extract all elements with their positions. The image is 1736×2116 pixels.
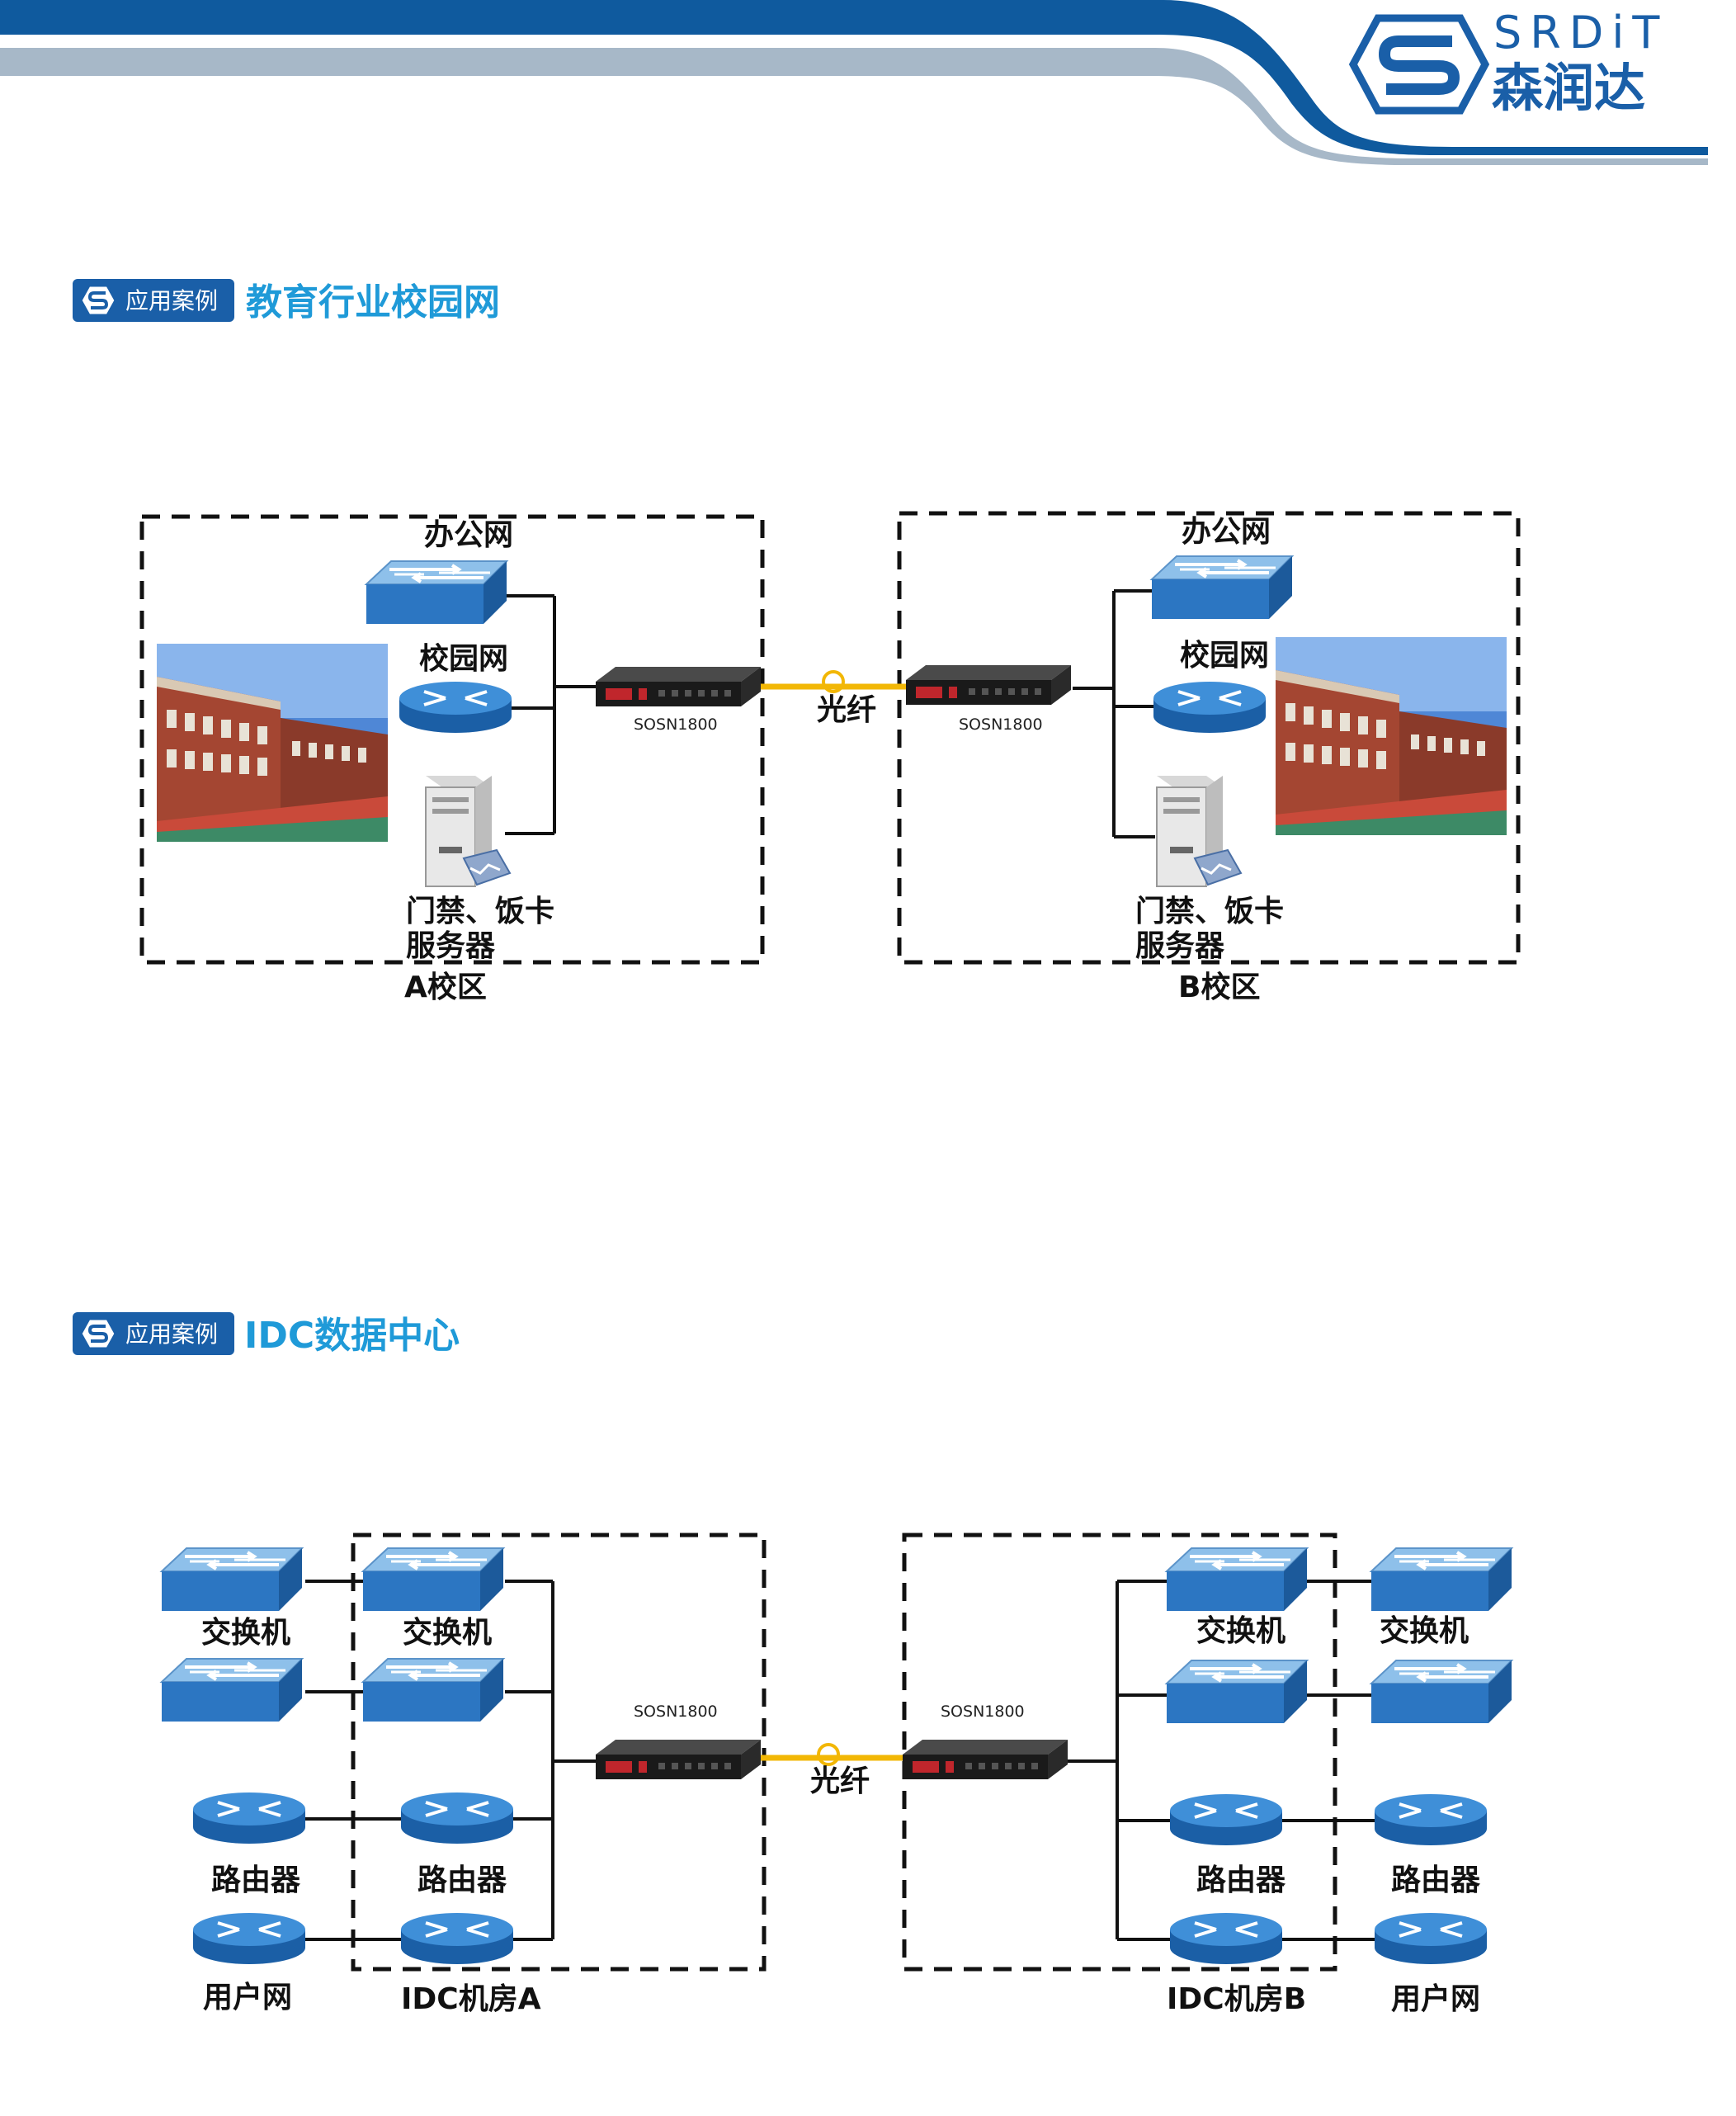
router-icon	[1168, 1911, 1284, 1966]
router-icon	[1373, 1792, 1488, 1847]
appliance-icon	[596, 1740, 761, 1779]
idc-wiring-b	[1066, 1580, 1375, 1941]
fiber-label: 光纤	[817, 693, 876, 727]
router-icon	[1168, 1792, 1284, 1847]
office-net-label: 办公网	[1182, 515, 1271, 549]
badge-logo-icon	[79, 1317, 117, 1350]
office-net-label: 办公网	[424, 518, 513, 552]
switch-icon	[1165, 1547, 1309, 1613]
section-title: IDC数据中心	[244, 1315, 460, 1357]
badge-label: 应用案例	[125, 1320, 218, 1348]
switch-icon	[1150, 555, 1294, 621]
switch-icon	[1370, 1547, 1513, 1613]
section-heading-campus: 应用案例 教育行业校园网	[73, 279, 500, 324]
router-icon	[191, 1791, 307, 1845]
campus-diagram: 光纤 SOSN1800 办公网 校园网 门禁、饭卡 服务器 A校区 SOSN18…	[139, 511, 1521, 1004]
router-label: 路由器	[1391, 1863, 1481, 1897]
brand-logo[interactable]: SRDiT 森润达	[1348, 7, 1668, 118]
section-title: 教育行业校园网	[246, 281, 500, 324]
switch-label: 交换机	[403, 1615, 492, 1650]
switch-label: 交换机	[201, 1615, 290, 1650]
section-heading-idc: 应用案例 IDC数据中心	[73, 1312, 460, 1357]
user-net-label: 用户网	[203, 1981, 292, 2014]
router-label: 路由器	[417, 1863, 507, 1897]
server-label: 门禁、饭卡	[1135, 895, 1284, 928]
header	[0, 0, 1736, 165]
device-model-label: SOSN1800	[634, 1703, 718, 1721]
building-photo	[1276, 637, 1507, 835]
router-icon	[1373, 1911, 1488, 1966]
fiber-label: 光纤	[810, 1764, 870, 1798]
switch-label: 交换机	[1380, 1613, 1469, 1648]
router-icon	[398, 680, 513, 734]
appliance-icon	[596, 667, 761, 706]
badge-label: 应用案例	[125, 287, 218, 314]
idc-room-b-label: IDC机房B	[1167, 1982, 1306, 2016]
router-label: 路由器	[211, 1863, 301, 1897]
idc-room-a-boundary	[351, 1533, 767, 1972]
brand-chinese: 森润达	[1492, 58, 1645, 118]
switch-label: 交换机	[1196, 1613, 1285, 1648]
wiring-b	[1073, 589, 1155, 838]
router-icon	[191, 1911, 307, 1966]
zone-b-boundary	[897, 511, 1521, 965]
idc-room-b-boundary	[902, 1533, 1337, 1972]
server-icon	[424, 774, 512, 888]
server-label-line2: 服务器	[406, 929, 496, 963]
wiring-a	[505, 594, 597, 835]
switch-icon	[1370, 1659, 1513, 1725]
fiber-connector-icon	[822, 670, 845, 693]
badge-logo-icon	[79, 284, 117, 317]
appliance-icon	[903, 1740, 1068, 1779]
server-label-line2: 服务器	[1135, 929, 1225, 963]
appliance-icon	[906, 665, 1071, 705]
user-net-label: 用户网	[1391, 1982, 1480, 2016]
header-gray-band	[0, 48, 1708, 165]
router-label: 路由器	[1196, 1863, 1286, 1897]
fiber-connector-icon	[817, 1743, 840, 1766]
device-model-label: SOSN1800	[634, 716, 718, 734]
badge: 应用案例	[73, 279, 234, 322]
device-model-label: SOSN1800	[941, 1703, 1025, 1721]
router-icon	[1152, 680, 1267, 734]
campus-net-label: 校园网	[1180, 639, 1269, 673]
building-photo	[157, 644, 388, 842]
zone-a-boundary	[139, 514, 765, 965]
switch-icon	[160, 1547, 304, 1613]
idc-diagram: 光纤 交换机 路由器 用户网 交换机 路由器 IDC机房A SOSN1800 S…	[160, 1533, 1513, 2016]
switch-icon	[361, 1547, 505, 1613]
header-blue-band	[0, 0, 1708, 155]
server-label: 门禁、饭卡	[406, 895, 554, 928]
idc-room-a-label: IDC机房A	[401, 1982, 541, 2016]
brand-latin: SRDiT	[1493, 7, 1668, 59]
campus-net-label: 校园网	[419, 642, 508, 676]
router-icon	[399, 1911, 515, 1966]
idc-wiring-a	[305, 1580, 597, 1941]
switch-icon	[160, 1657, 304, 1723]
badge: 应用案例	[73, 1312, 234, 1355]
logo-icon	[1348, 14, 1490, 115]
switch-icon	[1165, 1659, 1309, 1725]
router-icon	[399, 1791, 515, 1845]
zone-a-label: A校区	[404, 971, 487, 1004]
server-icon	[1155, 774, 1243, 888]
zone-b-label: B校区	[1178, 971, 1260, 1004]
device-model-label: SOSN1800	[959, 716, 1043, 734]
switch-icon	[365, 560, 508, 626]
switch-icon	[361, 1657, 505, 1723]
